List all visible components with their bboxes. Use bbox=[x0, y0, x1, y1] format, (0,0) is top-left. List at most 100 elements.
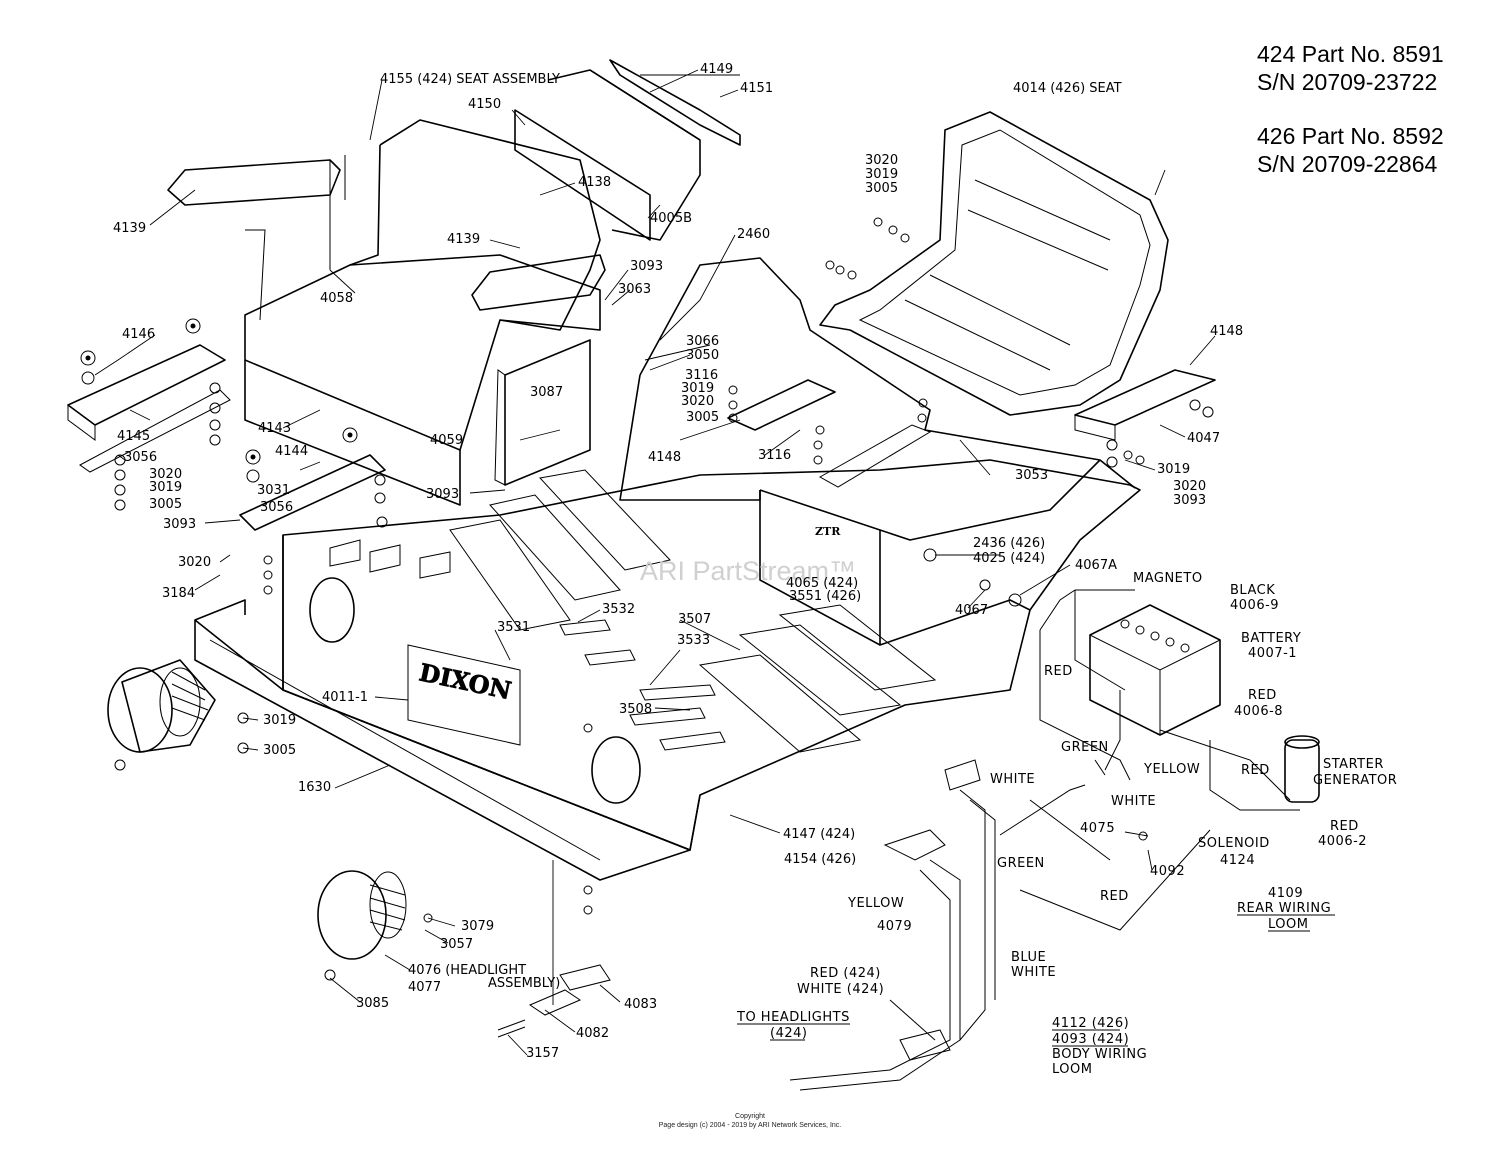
red-wire-label-1[interactable]: RED bbox=[1044, 664, 1073, 679]
red-wire-label-2[interactable]: RED bbox=[1248, 688, 1277, 703]
callout-3116-lower[interactable]: 3116 bbox=[758, 448, 791, 463]
body-loom-partno-426[interactable]: 4112 (426) bbox=[1052, 1016, 1129, 1031]
callout-3533[interactable]: 3533 bbox=[677, 633, 710, 648]
callout-4014[interactable]: 4014 (426) SEAT bbox=[1013, 81, 1122, 96]
callout-3050[interactable]: 3050 bbox=[686, 348, 719, 363]
solenoid-partno[interactable]: 4124 bbox=[1220, 853, 1255, 868]
white-wire-label-2[interactable]: WHITE bbox=[1111, 794, 1156, 809]
callout-4047[interactable]: 4047 bbox=[1187, 431, 1220, 446]
rear-loom-label-2[interactable]: LOOM bbox=[1268, 917, 1308, 932]
green-wire-label-1[interactable]: GREEN bbox=[1061, 740, 1109, 755]
callout-4059[interactable]: 4059 bbox=[430, 433, 463, 448]
callout-2460[interactable]: 2460 bbox=[737, 227, 770, 242]
callout-3057[interactable]: 3057 bbox=[440, 937, 473, 952]
callout-3005-headlight[interactable]: 3005 bbox=[263, 743, 296, 758]
callout-4077[interactable]: 4077 bbox=[408, 980, 441, 995]
callout-4011-1[interactable]: 4011-1 bbox=[322, 690, 368, 705]
callout-4025[interactable]: 4025 (424) bbox=[973, 551, 1045, 566]
callout-4149[interactable]: 4149 bbox=[700, 62, 733, 77]
callout-3019[interactable]: 3019 bbox=[681, 381, 714, 396]
starter-generator-label-1[interactable]: STARTER bbox=[1323, 757, 1384, 772]
callout-4138[interactable]: 4138 bbox=[578, 175, 611, 190]
callout-3551[interactable]: 3551 (426) bbox=[789, 589, 861, 604]
callout-3056[interactable]: 3056 bbox=[124, 450, 157, 465]
callout-3093-far-right[interactable]: 3093 bbox=[1173, 493, 1206, 508]
callout-3020-far-right[interactable]: 3020 bbox=[1173, 479, 1206, 494]
callout-3531[interactable]: 3531 bbox=[497, 620, 530, 635]
callout-3056-lower[interactable]: 3056 bbox=[260, 500, 293, 515]
callout-3019-far-right[interactable]: 3019 bbox=[1157, 462, 1190, 477]
callout-3053[interactable]: 3053 bbox=[1015, 468, 1048, 483]
callout-4005b[interactable]: 4005B bbox=[650, 211, 692, 226]
callout-4082[interactable]: 4082 bbox=[576, 1026, 609, 1041]
body-loom-partno-424[interactable]: 4093 (424) bbox=[1052, 1032, 1129, 1047]
callout-3116[interactable]: 3116 bbox=[685, 368, 718, 383]
callout-3508[interactable]: 3508 bbox=[619, 702, 652, 717]
callout-4150[interactable]: 4150 bbox=[468, 97, 501, 112]
callout-4143[interactable]: 4143 bbox=[258, 421, 291, 436]
callout-4083[interactable]: 4083 bbox=[624, 997, 657, 1012]
red-wire-partno-4[interactable]: 4006-2 bbox=[1318, 834, 1367, 849]
callout-3020-lower[interactable]: 3020 bbox=[178, 555, 211, 570]
callout-3157[interactable]: 3157 bbox=[526, 1046, 559, 1061]
callout-4147[interactable]: 4147 (424) bbox=[783, 827, 855, 842]
callout-4148[interactable]: 4148 bbox=[648, 450, 681, 465]
callout-3066[interactable]: 3066 bbox=[686, 334, 719, 349]
callout-3019-left[interactable]: 3019 bbox=[149, 480, 182, 495]
battery-partno[interactable]: 4007-1 bbox=[1248, 646, 1297, 661]
callout-3005-left[interactable]: 3005 bbox=[149, 497, 182, 512]
red-wire-label-3[interactable]: RED bbox=[1241, 763, 1270, 778]
rear-loom-partno[interactable]: 4109 bbox=[1268, 886, 1303, 901]
red-424-label[interactable]: RED (424) bbox=[810, 966, 881, 981]
callout-4076-assembly[interactable]: ASSEMBLY) bbox=[488, 976, 560, 991]
callout-3079[interactable]: 3079 bbox=[461, 919, 494, 934]
yellow-wire-label-2[interactable]: YELLOW bbox=[847, 896, 904, 911]
callout-4076[interactable]: 4076 (HEADLIGHT bbox=[408, 963, 526, 978]
blue-wire-label[interactable]: BLUE bbox=[1011, 950, 1046, 965]
callout-1630[interactable]: 1630 bbox=[298, 780, 331, 795]
callout-4148-right[interactable]: 4148 bbox=[1210, 324, 1243, 339]
callout-4139-right[interactable]: 4139 bbox=[447, 232, 480, 247]
white-wire-label-1[interactable]: WHITE bbox=[990, 772, 1035, 787]
solenoid-label[interactable]: SOLENOID bbox=[1198, 836, 1270, 851]
callout-4144[interactable]: 4144 bbox=[275, 444, 308, 459]
body-loom-label-1[interactable]: BODY WIRING bbox=[1052, 1047, 1147, 1062]
callout-3019-headlight[interactable]: 3019 bbox=[263, 713, 296, 728]
callout-3005-right[interactable]: 3005 bbox=[865, 181, 898, 196]
callout-3019-right[interactable]: 3019 bbox=[865, 167, 898, 182]
callout-3031[interactable]: 3031 bbox=[257, 483, 290, 498]
callout-4058[interactable]: 4058 bbox=[320, 291, 353, 306]
callout-3093-center[interactable]: 3093 bbox=[426, 487, 459, 502]
callout-3184[interactable]: 3184 bbox=[162, 586, 195, 601]
black-wire-partno[interactable]: 4006-9 bbox=[1230, 598, 1279, 613]
callout-3020[interactable]: 3020 bbox=[681, 394, 714, 409]
red-wire-partno-2[interactable]: 4006-8 bbox=[1234, 704, 1283, 719]
callout-3063[interactable]: 3063 bbox=[618, 282, 651, 297]
callout-3005[interactable]: 3005 bbox=[686, 410, 719, 425]
callout-3093-left[interactable]: 3093 bbox=[163, 517, 196, 532]
to-headlights-model[interactable]: (424) bbox=[770, 1026, 807, 1041]
rear-loom-label-1[interactable]: REAR WIRING bbox=[1237, 901, 1331, 916]
magneto-label[interactable]: MAGNETO bbox=[1133, 571, 1203, 586]
black-wire-label[interactable]: BLACK bbox=[1230, 583, 1275, 598]
callout-3020-right[interactable]: 3020 bbox=[865, 153, 898, 168]
callout-3087[interactable]: 3087 bbox=[530, 385, 563, 400]
callout-3020-left[interactable]: 3020 bbox=[149, 467, 182, 482]
callout-2436[interactable]: 2436 (426) bbox=[973, 536, 1045, 551]
callout-3507[interactable]: 3507 bbox=[678, 612, 711, 627]
red-wire-label-4[interactable]: RED bbox=[1330, 819, 1359, 834]
callout-4154[interactable]: 4154 (426) bbox=[784, 852, 856, 867]
callout-3532[interactable]: 3532 bbox=[602, 602, 635, 617]
callout-4067[interactable]: 4067 bbox=[955, 603, 988, 618]
battery-label[interactable]: BATTERY bbox=[1241, 631, 1301, 646]
callout-4075[interactable]: 4075 bbox=[1080, 821, 1115, 836]
green-wire-label-2[interactable]: GREEN bbox=[997, 856, 1045, 871]
red-wire-label-5[interactable]: RED bbox=[1100, 889, 1129, 904]
callout-4139[interactable]: 4139 bbox=[113, 221, 146, 236]
callout-4155[interactable]: 4155 (424) SEAT ASSEMBLY bbox=[380, 72, 560, 87]
yellow-wire-label-1[interactable]: YELLOW bbox=[1143, 762, 1200, 777]
to-headlights-label[interactable]: TO HEADLIGHTS bbox=[736, 1010, 850, 1025]
callout-4145[interactable]: 4145 bbox=[117, 429, 150, 444]
callout-3085[interactable]: 3085 bbox=[356, 996, 389, 1011]
callout-4067a[interactable]: 4067A bbox=[1075, 558, 1117, 573]
